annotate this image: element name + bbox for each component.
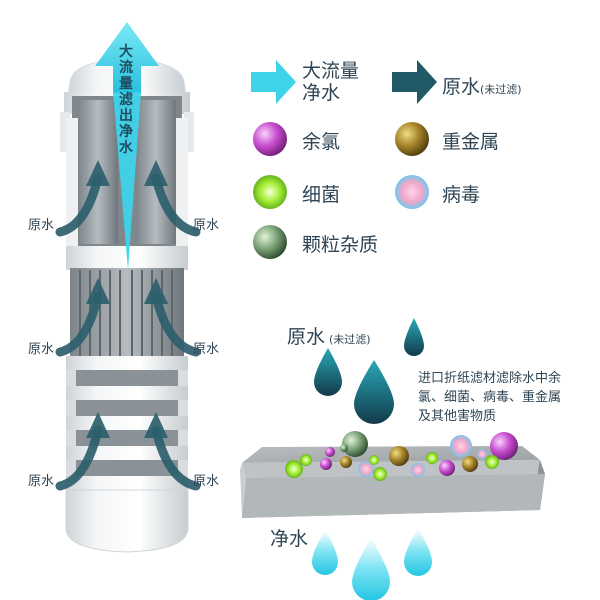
legend-bacteria-icon [253, 175, 287, 209]
raw-water-label-left-top: 原水 [28, 218, 55, 233]
clean-water-drops [312, 528, 432, 600]
vertical-char: 水 [119, 140, 133, 156]
contaminant-particles [285, 431, 518, 481]
raw-water-title-text: 原水 [287, 326, 326, 348]
legend-particle-label: 颗粒杂质 [302, 234, 379, 256]
legend-raw-water-text: 原水 [442, 76, 481, 98]
vertical-char: 净 [119, 124, 133, 140]
legend-chlorine-label: 余氯 [302, 131, 341, 153]
legend-raw-water-label: 原水(未过滤) [442, 72, 522, 99]
legend-particle-icon [253, 225, 287, 259]
raw-water-inflow-arrows [55, 173, 201, 491]
output-vertical-label: 大 流 量 滤 出 净 水 [117, 44, 135, 156]
raw-water-arrow-heads [86, 160, 168, 438]
legend-raw-water-icon [392, 60, 437, 104]
vertical-char: 大 [119, 44, 133, 60]
clean-water-output-arrow [95, 22, 159, 270]
raw-water-title: 原水(未过滤) [287, 322, 371, 349]
legend-bacteria-label: 细菌 [302, 184, 341, 206]
legend-clean-flow-icon [251, 60, 296, 104]
raw-water-label-right-bottom: 原水 [193, 474, 220, 489]
vertical-char: 滤 [119, 92, 133, 108]
raw-water-label-left-mid: 原水 [28, 342, 55, 357]
raw-water-label-right-mid: 原水 [193, 342, 220, 357]
filter-description: 进口折纸滤材滤除水中余氯、细菌、病毒、重金属及其他害物质 [418, 371, 562, 424]
legend-heavy-metal-label: 重金属 [442, 131, 500, 153]
vertical-char: 量 [119, 76, 133, 92]
legend-clean-flow-label: 大流量净水 [302, 60, 360, 104]
legend-raw-water-note: (未过滤) [480, 83, 522, 96]
vertical-char: 流 [119, 60, 133, 76]
legend-virus-icon [395, 175, 429, 209]
legend-virus-label: 病毒 [442, 184, 481, 206]
vertical-char: 出 [119, 108, 133, 124]
raw-water-drops [314, 318, 424, 424]
raw-water-label-right-top: 原水 [193, 218, 220, 233]
legend-chlorine-icon [253, 122, 287, 156]
legend-heavy-metal-icon [395, 122, 429, 156]
clean-water-title: 净水 [270, 528, 309, 550]
raw-water-title-note: (未过滤) [329, 333, 371, 346]
raw-water-label-left-bottom: 原水 [28, 474, 55, 489]
